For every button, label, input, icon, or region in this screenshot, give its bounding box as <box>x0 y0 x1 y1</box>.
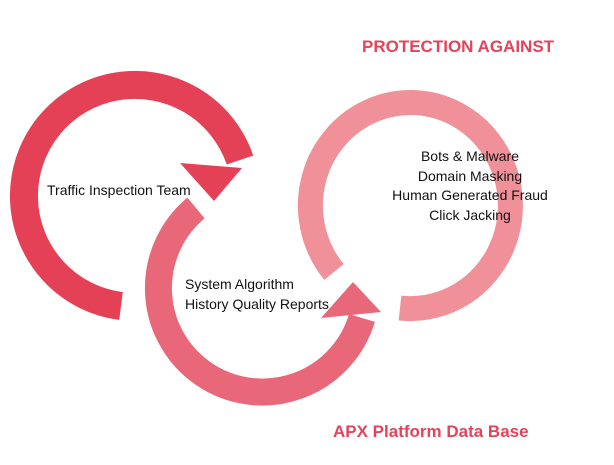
system-line: System Algorithm <box>185 276 294 292</box>
system-cycle-text: System Algorithm History Quality Reports <box>185 275 329 314</box>
threat-item: Bots & Malware <box>420 148 520 164</box>
traffic-cycle-arrowhead <box>180 163 242 201</box>
system-line: History Quality Reports <box>185 295 329 312</box>
platform-heading: APX Platform Data Base <box>333 422 529 441</box>
protection-cycle-arc <box>297 90 523 322</box>
system-cycle-arc <box>144 197 375 406</box>
traffic-cycle-arc <box>9 70 254 320</box>
threat-item: Domain Masking <box>417 167 523 184</box>
system-cycle-arrowhead <box>321 282 381 318</box>
protection-heading: PROTECTION AGAINST <box>362 37 555 56</box>
threat-item: Human Generated Fraud <box>392 187 548 203</box>
traffic-cycle-label: Traffic Inspection Team <box>47 182 191 198</box>
protection-cycle-text: Bots & Malware Domain Masking Human Gene… <box>370 147 570 225</box>
threat-item: Click Jacking <box>429 206 511 223</box>
